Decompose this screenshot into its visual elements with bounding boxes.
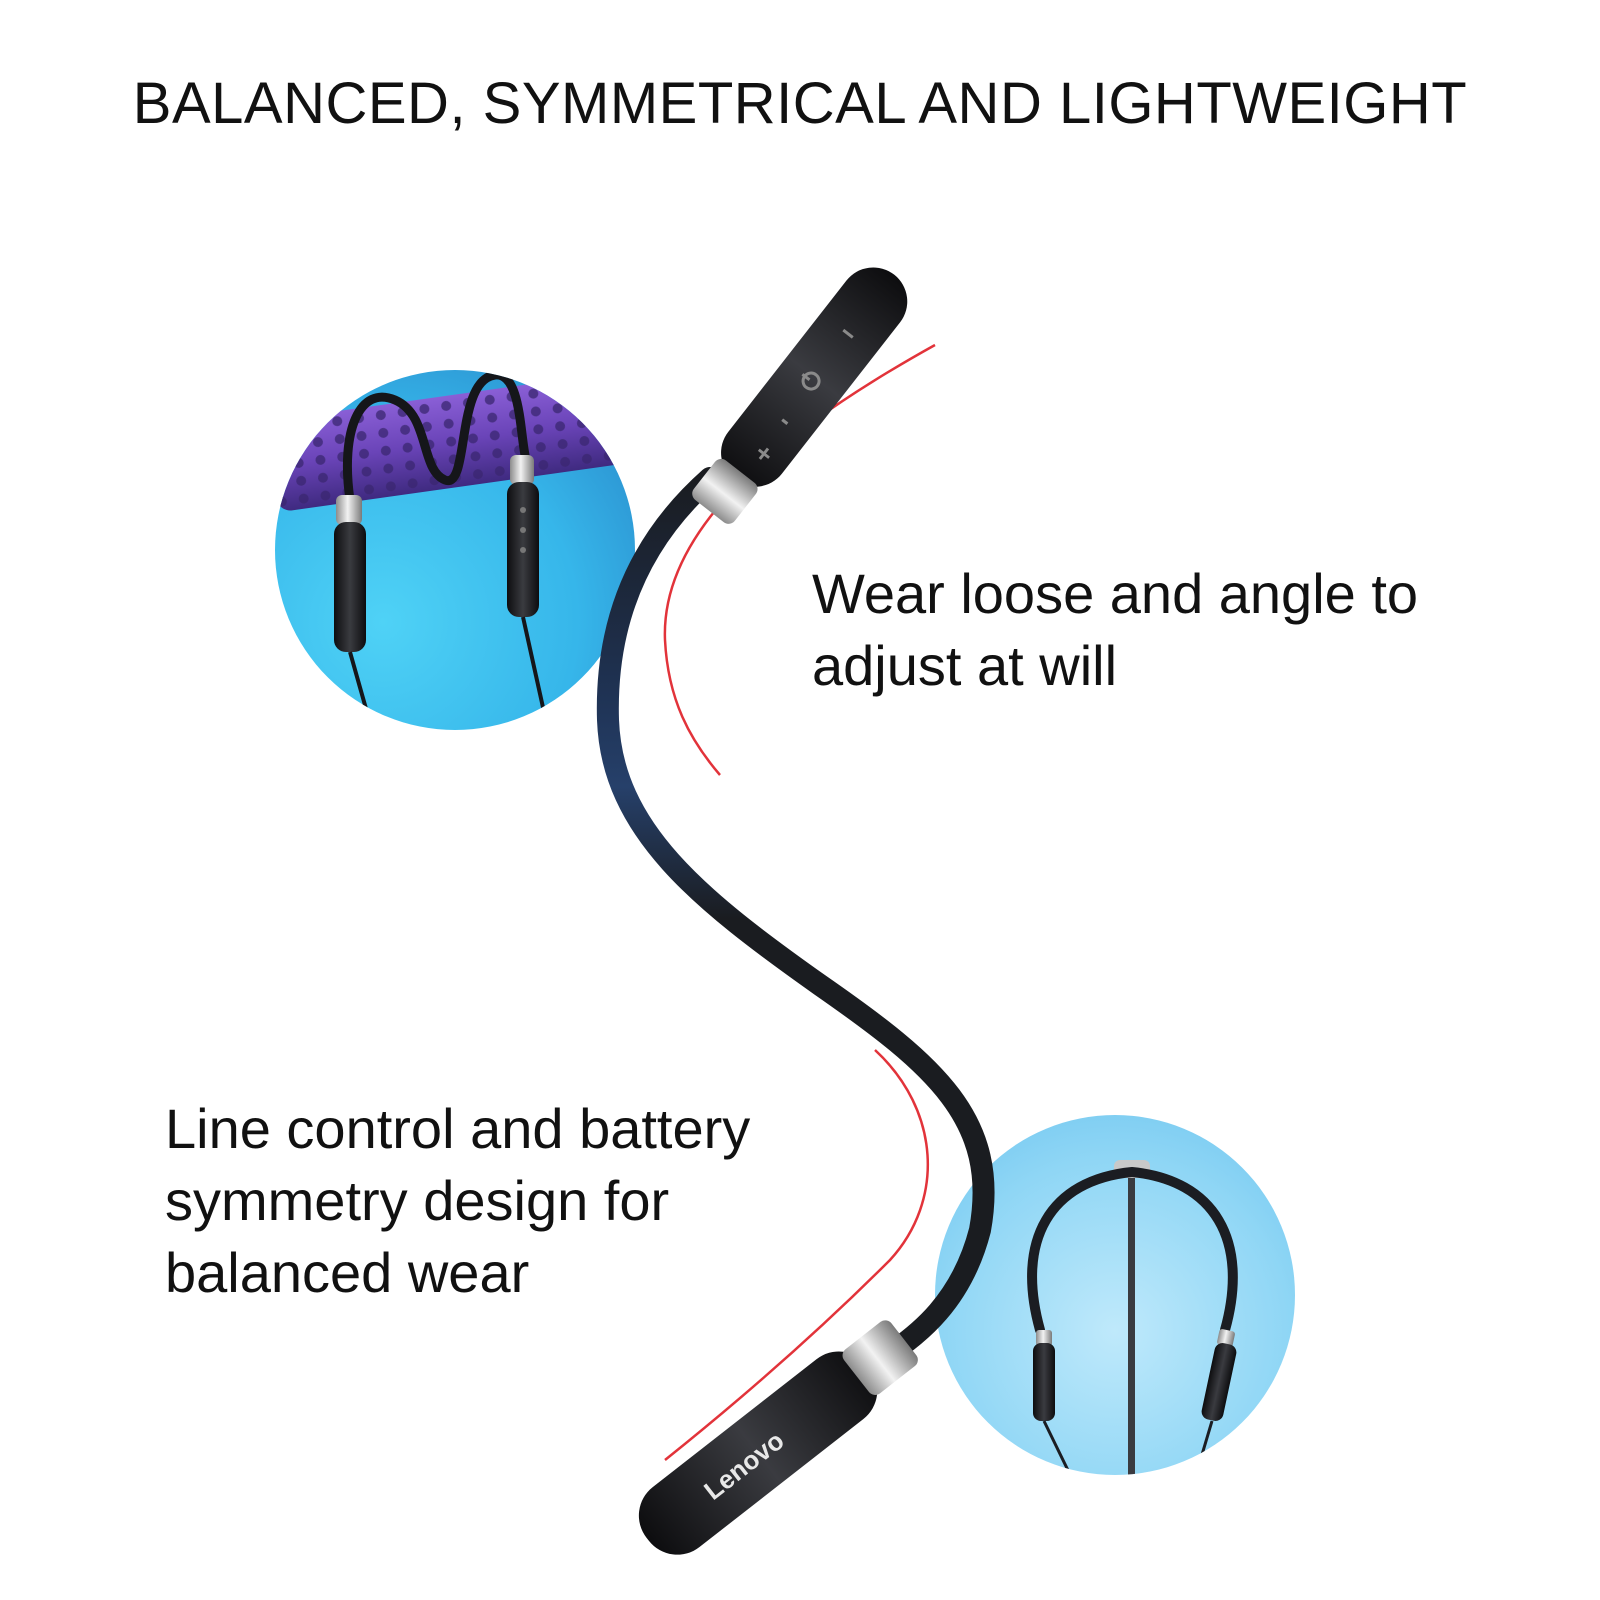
flex-guide-line-bottom [664, 1049, 930, 1461]
line-control-module: + - [692, 267, 908, 524]
neckband-cable [596, 467, 995, 1371]
feature-caption-loose-wear: Wear loose and angle to adjust at will [812, 562, 1419, 697]
page-headline: BALANCED, SYMMETRICAL AND LIGHTWEIGHT [132, 71, 1468, 136]
flex-guide-line-top [663, 343, 936, 776]
battery-module: Lenovo [638, 1320, 918, 1555]
feature-caption-symmetry: Line control and battery symmetry design… [165, 1097, 751, 1304]
control-divider-icon [842, 328, 854, 339]
inset-circle-neckband-stand [935, 1115, 1295, 1475]
power-icon [801, 371, 821, 391]
